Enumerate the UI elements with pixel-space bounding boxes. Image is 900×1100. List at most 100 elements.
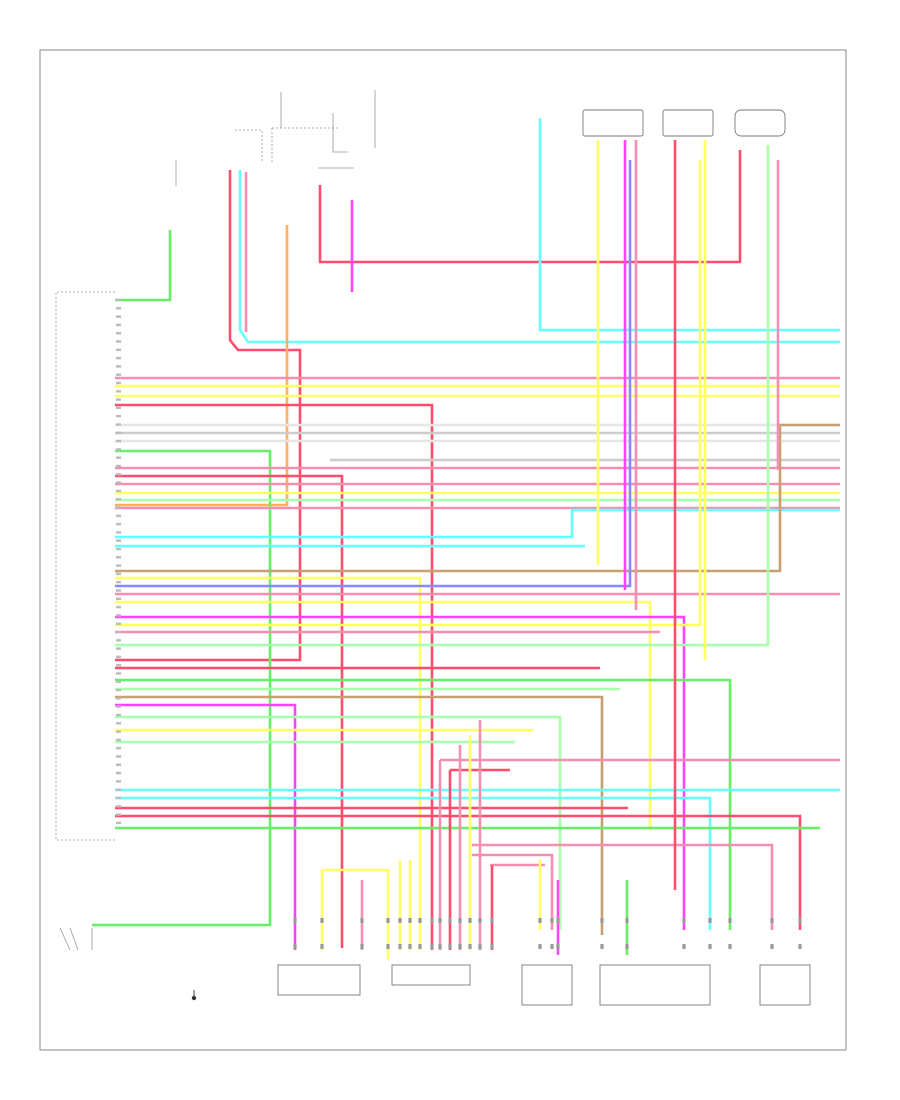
- connector-pin: [116, 688, 121, 692]
- wire-orange: [115, 225, 289, 507]
- connector-pin: [116, 680, 121, 683]
- wire-yellow: [115, 160, 702, 627]
- connector-pin: [116, 813, 121, 816]
- connector-pin: [398, 918, 402, 923]
- connector-pin: [116, 564, 121, 567]
- sensor-box-5: [599, 964, 711, 1006]
- connector-pin: [116, 747, 121, 750]
- connector-pin: [682, 944, 686, 949]
- connector-pin: [116, 805, 121, 808]
- connector-pin: [458, 918, 462, 923]
- connector-pin: [770, 944, 774, 949]
- connector-pin: [116, 705, 121, 708]
- wire-green: [115, 230, 172, 302]
- wire-cyan: [115, 796, 712, 930]
- wire-cyan: [115, 508, 840, 539]
- connector-pin: [116, 672, 121, 675]
- wire-cyan: [238, 170, 840, 344]
- connector-pin: [625, 918, 629, 923]
- wire-blue: [115, 160, 632, 588]
- wire-pink: [472, 853, 554, 930]
- wire-yellow: [322, 868, 390, 960]
- connector-pin: [116, 713, 121, 717]
- connector-pin: [116, 456, 121, 459]
- connector-pin: [116, 755, 121, 758]
- connector-pin: [468, 944, 472, 949]
- injector-connector-box: [391, 964, 471, 986]
- connector-pin: [116, 489, 121, 493]
- connector-pin: [116, 556, 121, 559]
- sensor-box-6: [759, 964, 811, 1006]
- clutch-switch: [59, 927, 93, 951]
- wire-lt_green: [115, 145, 770, 647]
- connector-pin: [116, 340, 121, 343]
- connector-pin: [386, 944, 390, 949]
- connector-pin: [116, 697, 121, 700]
- connector-pin: [556, 944, 560, 949]
- wire-magenta: [115, 615, 686, 930]
- connector-pin: [116, 439, 121, 443]
- connector-pin: [770, 918, 774, 923]
- connector-pin: [430, 944, 434, 949]
- connector-pin: [538, 918, 542, 923]
- connector-pin: [116, 431, 121, 434]
- connector-pin: [625, 944, 629, 949]
- connector-pin: [550, 918, 554, 923]
- connector-pin: [430, 918, 434, 923]
- connector-pin: [116, 531, 121, 534]
- wire-lt_green: [115, 715, 562, 930]
- connector-pin: [116, 506, 121, 509]
- wire-brown: [115, 423, 840, 573]
- connector-pin: [116, 589, 121, 592]
- connector-pin: [116, 464, 121, 468]
- wire-layer: [92, 118, 840, 960]
- wire-yellow: [115, 600, 652, 830]
- diagram-frame: [39, 49, 847, 1051]
- connector-pin: [116, 348, 121, 351]
- pin-layer: [116, 298, 802, 949]
- connector-pin: [116, 365, 121, 368]
- connector-pin: [600, 944, 604, 949]
- connector-pin: [116, 780, 121, 783]
- connector-pin: [116, 763, 121, 766]
- connector-pin: [116, 356, 121, 360]
- connector-pin: [116, 307, 121, 310]
- connector-pin: [116, 473, 121, 476]
- sensor-box-1: [582, 109, 644, 137]
- connector-pin: [116, 572, 121, 576]
- connector-pin: [556, 918, 560, 923]
- connector-pin: [728, 944, 732, 949]
- connector-pin: [116, 398, 121, 401]
- connector-pin: [116, 581, 121, 584]
- connector-pin: [116, 547, 121, 551]
- connector-pin: [418, 944, 422, 949]
- connector-pin: [458, 944, 462, 949]
- wire-red: [318, 150, 742, 264]
- ecm-connector-outline: [55, 291, 115, 841]
- connector-pin: [116, 390, 121, 393]
- connector-pin: [418, 918, 422, 923]
- sensor-box-4: [521, 964, 573, 1006]
- connector-pin: [600, 918, 604, 923]
- connector-pin: [438, 944, 442, 949]
- wire-red: [115, 403, 434, 950]
- connector-pin: [116, 514, 121, 517]
- connector-pin: [116, 639, 121, 642]
- connector-pin: [320, 918, 324, 923]
- connector-pin: [448, 918, 452, 923]
- sensor-box-3: [734, 109, 786, 137]
- connector-pin: [360, 944, 364, 949]
- connector-pin: [116, 614, 121, 617]
- connector-pin: [116, 415, 121, 418]
- wire-pink: [472, 843, 774, 930]
- connector-pin: [293, 918, 297, 923]
- connector-pin: [116, 622, 121, 625]
- connector-pin: [116, 423, 121, 426]
- connector-pin: [490, 944, 494, 949]
- wire-magenta: [115, 703, 297, 950]
- connector-pin: [116, 323, 121, 327]
- connector-pin: [116, 498, 121, 501]
- connector-pin: [116, 730, 121, 733]
- connector-pin: [116, 722, 121, 725]
